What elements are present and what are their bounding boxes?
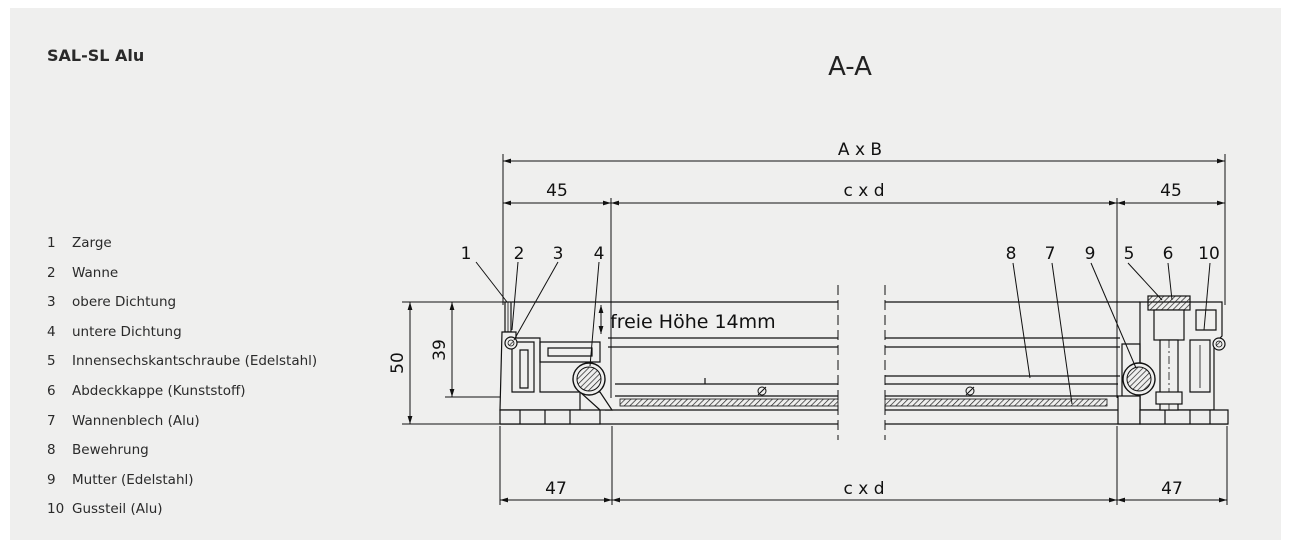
legend-item: 5 Innensechskantschraube (Edelstahl) (47, 351, 317, 381)
dimension-top-right-label: 45 (1160, 181, 1182, 201)
legend-text: Abdeckkappe (Kunststoff) (72, 382, 246, 399)
callout-leaders-left (475, 261, 600, 367)
dimension-bottom-left-label: 47 (545, 479, 567, 499)
callout-9: 9 (1085, 244, 1096, 264)
dimension-overall-label: A x B (838, 140, 882, 160)
dimension-overall (502, 154, 1226, 305)
break-lines (837, 285, 886, 440)
lower-seal-left-core (576, 366, 602, 392)
callout-2: 2 (514, 244, 525, 264)
legend-text: Wannenblech (Alu) (72, 412, 200, 429)
legend-number: 3 (47, 294, 56, 311)
callout-4: 4 (594, 244, 605, 264)
legend-text: Wanne (72, 264, 119, 281)
legend-text: Zarge (72, 235, 112, 251)
clear-height-label: freie Höhe 14mm (610, 311, 776, 333)
legend-item: 4 untere Dichtung (47, 322, 317, 352)
screw-and-cap (1147, 295, 1191, 411)
legend-text: Bewehrung (72, 442, 149, 459)
legend-number: 7 (47, 412, 56, 429)
legend-item: 6 Abdeckkappe (Kunststoff) (47, 381, 317, 411)
rebar-symbol (757, 386, 975, 396)
legend-number: 8 (47, 442, 56, 459)
callout-1: 1 (461, 244, 472, 264)
callout-10: 10 (1198, 244, 1220, 264)
legend-number: 10 (47, 501, 65, 518)
callout-leaders-right (1012, 262, 1211, 405)
legend-item: 2 Wanne (47, 263, 317, 293)
dimension-vertical (402, 301, 515, 425)
dimension-bottom-row (499, 426, 1228, 505)
legend-item: 3 obere Dichtung (47, 292, 317, 322)
lower-seal-right-core (1126, 366, 1152, 392)
legend-number: 1 (47, 235, 56, 251)
tray-sheet-hatch-right (884, 398, 1108, 407)
callout-7: 7 (1045, 244, 1056, 264)
upper-seal-right-core (1215, 340, 1223, 348)
dimension-height-outer-label: 50 (388, 352, 408, 374)
upper-seal-left-core (507, 339, 515, 347)
callout-5: 5 (1124, 244, 1135, 264)
drawing-panel (10, 8, 1281, 540)
product-title: SAL-SL Alu (47, 46, 145, 65)
legend-number: 5 (47, 353, 56, 370)
dimension-top-middle-label: c x d (843, 181, 884, 201)
legend-item: 1 Zarge (47, 233, 317, 263)
legend-text: Gussteil (Alu) (72, 501, 163, 518)
callout-3: 3 (553, 244, 564, 264)
callout-8: 8 (1006, 244, 1017, 264)
legend-item: 8 Bewehrung (47, 440, 317, 470)
parts-legend: 1 Zarge 2 Wanne 3 obere Dichtung 4 untere Di… (47, 233, 317, 529)
tray-sheet-hatch-left (619, 398, 839, 407)
legend-text: Innensechskantschraube (Edelstahl) (72, 353, 318, 370)
legend-number: 2 (47, 264, 56, 281)
dimension-bottom-right-label: 47 (1161, 479, 1183, 499)
legend-number: 6 (47, 382, 56, 399)
dimension-top-row (503, 198, 1225, 398)
section-label: A-A (828, 52, 872, 82)
legend-number: 9 (47, 471, 56, 488)
legend-text: obere Dichtung (72, 294, 177, 311)
legend-text: Mutter (Edelstahl) (72, 471, 194, 488)
legend-item: 7 Wannenblech (Alu) (47, 411, 317, 441)
dimension-height-inner-label: 39 (430, 339, 450, 361)
legend-text: untere Dichtung (72, 323, 182, 340)
dimension-bottom-middle-label: c x d (843, 479, 884, 499)
legend-number: 4 (47, 323, 56, 340)
dimension-top-left-label: 45 (546, 181, 568, 201)
legend-item: 9 Mutter (Edelstahl) (47, 470, 317, 500)
legend-item: 10 Gussteil (Alu) (47, 499, 317, 529)
callout-6: 6 (1163, 244, 1174, 264)
left-frame-profile (499, 301, 614, 425)
